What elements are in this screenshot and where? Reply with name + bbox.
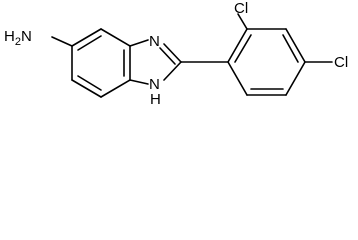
benzene-ring	[71, 28, 131, 98]
nh-h-label: H	[150, 91, 161, 108]
amine-bond	[51, 36, 73, 47]
bond	[163, 43, 182, 63]
double-bond-inner	[77, 75, 102, 91]
bond	[100, 28, 131, 47]
bond	[129, 79, 149, 85]
double-bond-inner	[159, 47, 176, 65]
double-bond-inner	[234, 34, 252, 63]
bond	[129, 39, 149, 47]
chlorine-right-label: Cl	[334, 54, 348, 71]
bond	[285, 61, 306, 96]
bond	[227, 61, 248, 96]
imine-n-label: N	[149, 33, 160, 50]
bond	[100, 79, 131, 98]
bond	[163, 61, 182, 81]
nh-n-label: N	[149, 76, 160, 93]
double-bond-inner	[282, 34, 299, 63]
imidazole-ring	[129, 39, 182, 85]
chlorine-top-label: Cl	[234, 0, 248, 17]
bond	[71, 28, 102, 47]
bond	[227, 28, 248, 63]
dichlorophenyl-ring	[227, 28, 306, 96]
double-bond-inner	[77, 35, 102, 51]
amine-label: H2N	[4, 28, 32, 48]
molecule-diagram: H2N N N H Cl Cl	[4, 0, 348, 108]
bond	[285, 28, 306, 63]
structure-svg: H2N N N H Cl Cl	[4, 0, 348, 108]
bond	[71, 79, 102, 98]
cl-bond-top	[237, 13, 248, 30]
